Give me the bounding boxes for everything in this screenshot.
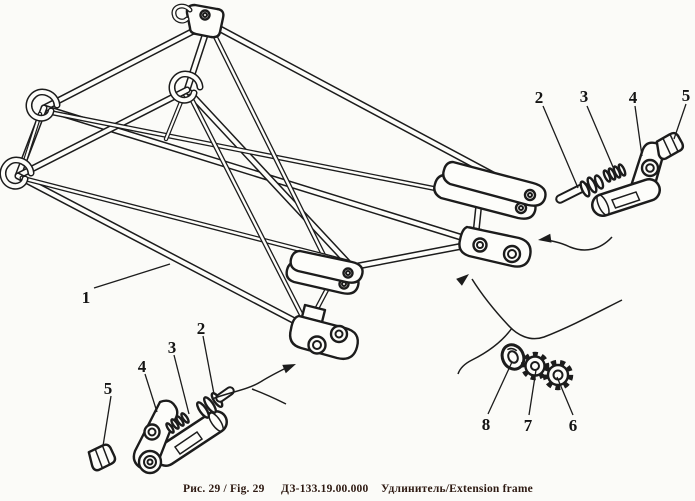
figure-label: Рис. 29 / Fig. 29	[183, 483, 265, 495]
hook-lug	[0, 156, 35, 190]
hook-lug	[168, 70, 204, 104]
top-clevis-plates	[433, 160, 547, 220]
callout-right-7: 7	[524, 416, 533, 435]
drawing-number: ДЗ-133.19.00.000	[281, 483, 369, 495]
part-group-right	[500, 343, 574, 391]
part-group-upper	[555, 131, 685, 217]
front-lug-plates	[285, 249, 364, 295]
callout-lower-3: 3	[168, 338, 177, 357]
part-washer	[500, 343, 526, 371]
top-lug	[171, 3, 225, 39]
hook-lug	[25, 88, 61, 122]
part-pin	[555, 174, 605, 204]
callout-lower-4: 4	[138, 357, 147, 376]
callout-upper-5: 5	[682, 86, 691, 105]
assembly-leader-curves	[211, 233, 623, 405]
figure-title: Удлинитель/Extension frame	[381, 483, 533, 495]
callout-numbers: 1 2 3 4 5 2 3 4 5 8 7 6	[82, 86, 691, 435]
bottom-clevis	[288, 303, 359, 361]
part-castle-nut	[542, 359, 574, 391]
callout-lower-2: 2	[197, 319, 206, 338]
part-bushing	[602, 163, 627, 183]
callout-leaders	[93, 103, 687, 447]
callout-lower-5: 5	[104, 379, 113, 398]
callout-upper-2: 2	[535, 88, 544, 107]
callout-frame: 1	[82, 288, 91, 307]
part-cap	[87, 443, 117, 472]
callout-right-8: 8	[482, 415, 491, 434]
part-cap	[655, 131, 685, 161]
frame-drawing	[0, 3, 547, 361]
mid-clevis	[458, 225, 532, 268]
part-group-lower	[87, 386, 235, 475]
part-bushing	[165, 412, 190, 434]
figure-caption: Рис. 29 / Fig. 29 ДЗ-133.19.00.000 Удлин…	[0, 483, 695, 501]
callout-right-6: 6	[569, 416, 578, 435]
callout-upper-4: 4	[629, 88, 638, 107]
callout-upper-3: 3	[580, 87, 589, 106]
